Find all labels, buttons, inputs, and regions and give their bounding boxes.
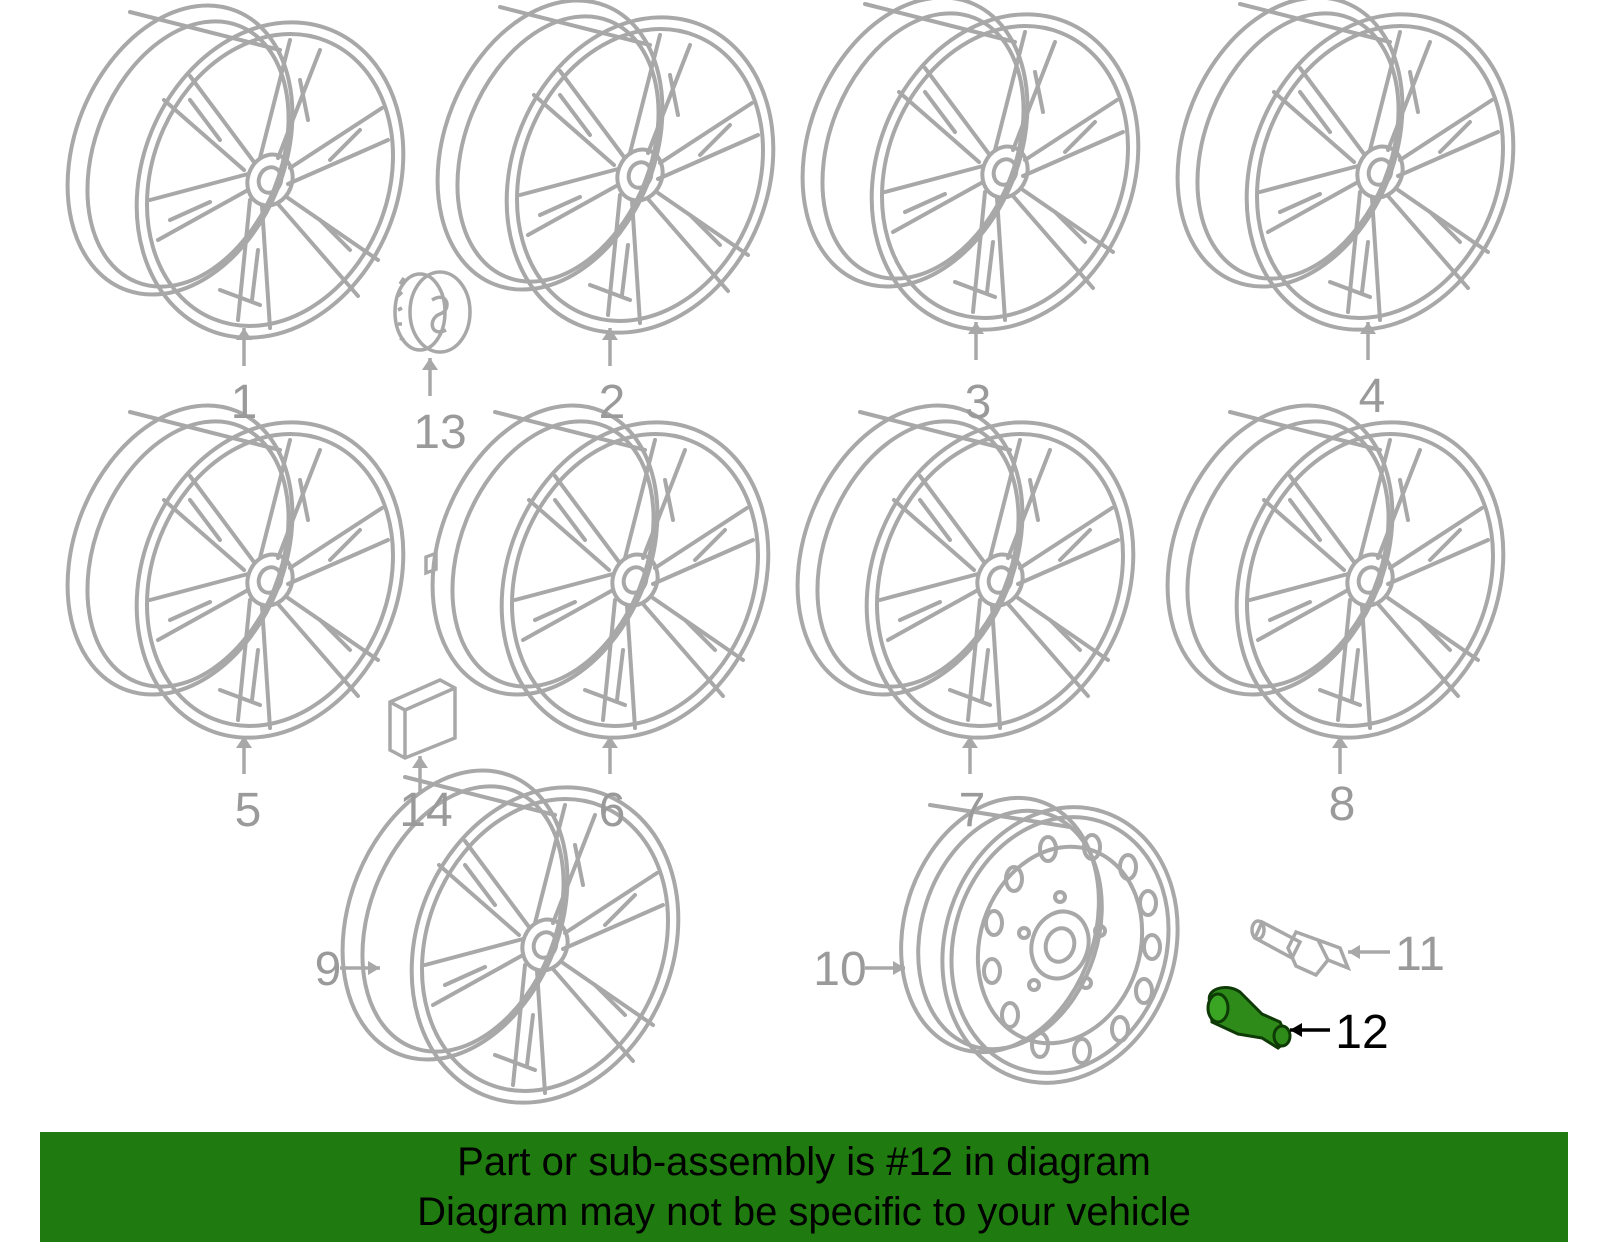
wheel-2: [394, 0, 822, 376]
callout-3: 3: [965, 376, 992, 429]
banner-line-disclaimer: Diagram may not be specific to your vehi…: [417, 1190, 1191, 1234]
banner-line-part: Part or sub-assembly is #12 in diagram: [457, 1140, 1151, 1184]
callout-14: 14: [399, 784, 452, 837]
callout-12: 12: [1335, 1006, 1388, 1059]
callout-2: 2: [599, 376, 626, 429]
callout-4: 4: [1359, 370, 1386, 423]
valve-stem-12: [1206, 986, 1292, 1050]
wheel-9: [299, 734, 727, 1130]
callout-7: 7: [959, 784, 986, 837]
callout-9: 9: [315, 943, 342, 996]
callout-13: 13: [413, 406, 466, 459]
wheel-1: [24, 0, 452, 381]
wheel-8: [1124, 369, 1552, 781]
callout-8: 8: [1329, 778, 1356, 831]
callout-10: 10: [813, 943, 866, 996]
callout-6: 6: [599, 784, 626, 837]
part-info-banner: Part or sub-assembly is #12 in diagram D…: [40, 1132, 1568, 1242]
label-14: [388, 550, 457, 760]
center-cap-13: [393, 270, 472, 354]
callout-numbers: 1 2 3 4 5 6 7 8 9 10 11 12 13 14: [231, 370, 1445, 1059]
callout-5: 5: [235, 784, 262, 837]
parts-diagram: 1 2 3 4 5 6 7 8 9 10 11 12 13 14: [24, 0, 1562, 1130]
wheel-4: [1134, 0, 1562, 373]
callout-1: 1: [231, 376, 258, 429]
wheel-7: [754, 369, 1182, 781]
callout-11: 11: [1395, 928, 1445, 981]
wheel-10-steel: [867, 770, 1215, 1116]
lug-bolt-11: [1250, 919, 1352, 978]
callout-arrows: [234, 320, 1390, 1037]
wheel-5: [24, 369, 452, 781]
wheel-3: [759, 0, 1187, 373]
